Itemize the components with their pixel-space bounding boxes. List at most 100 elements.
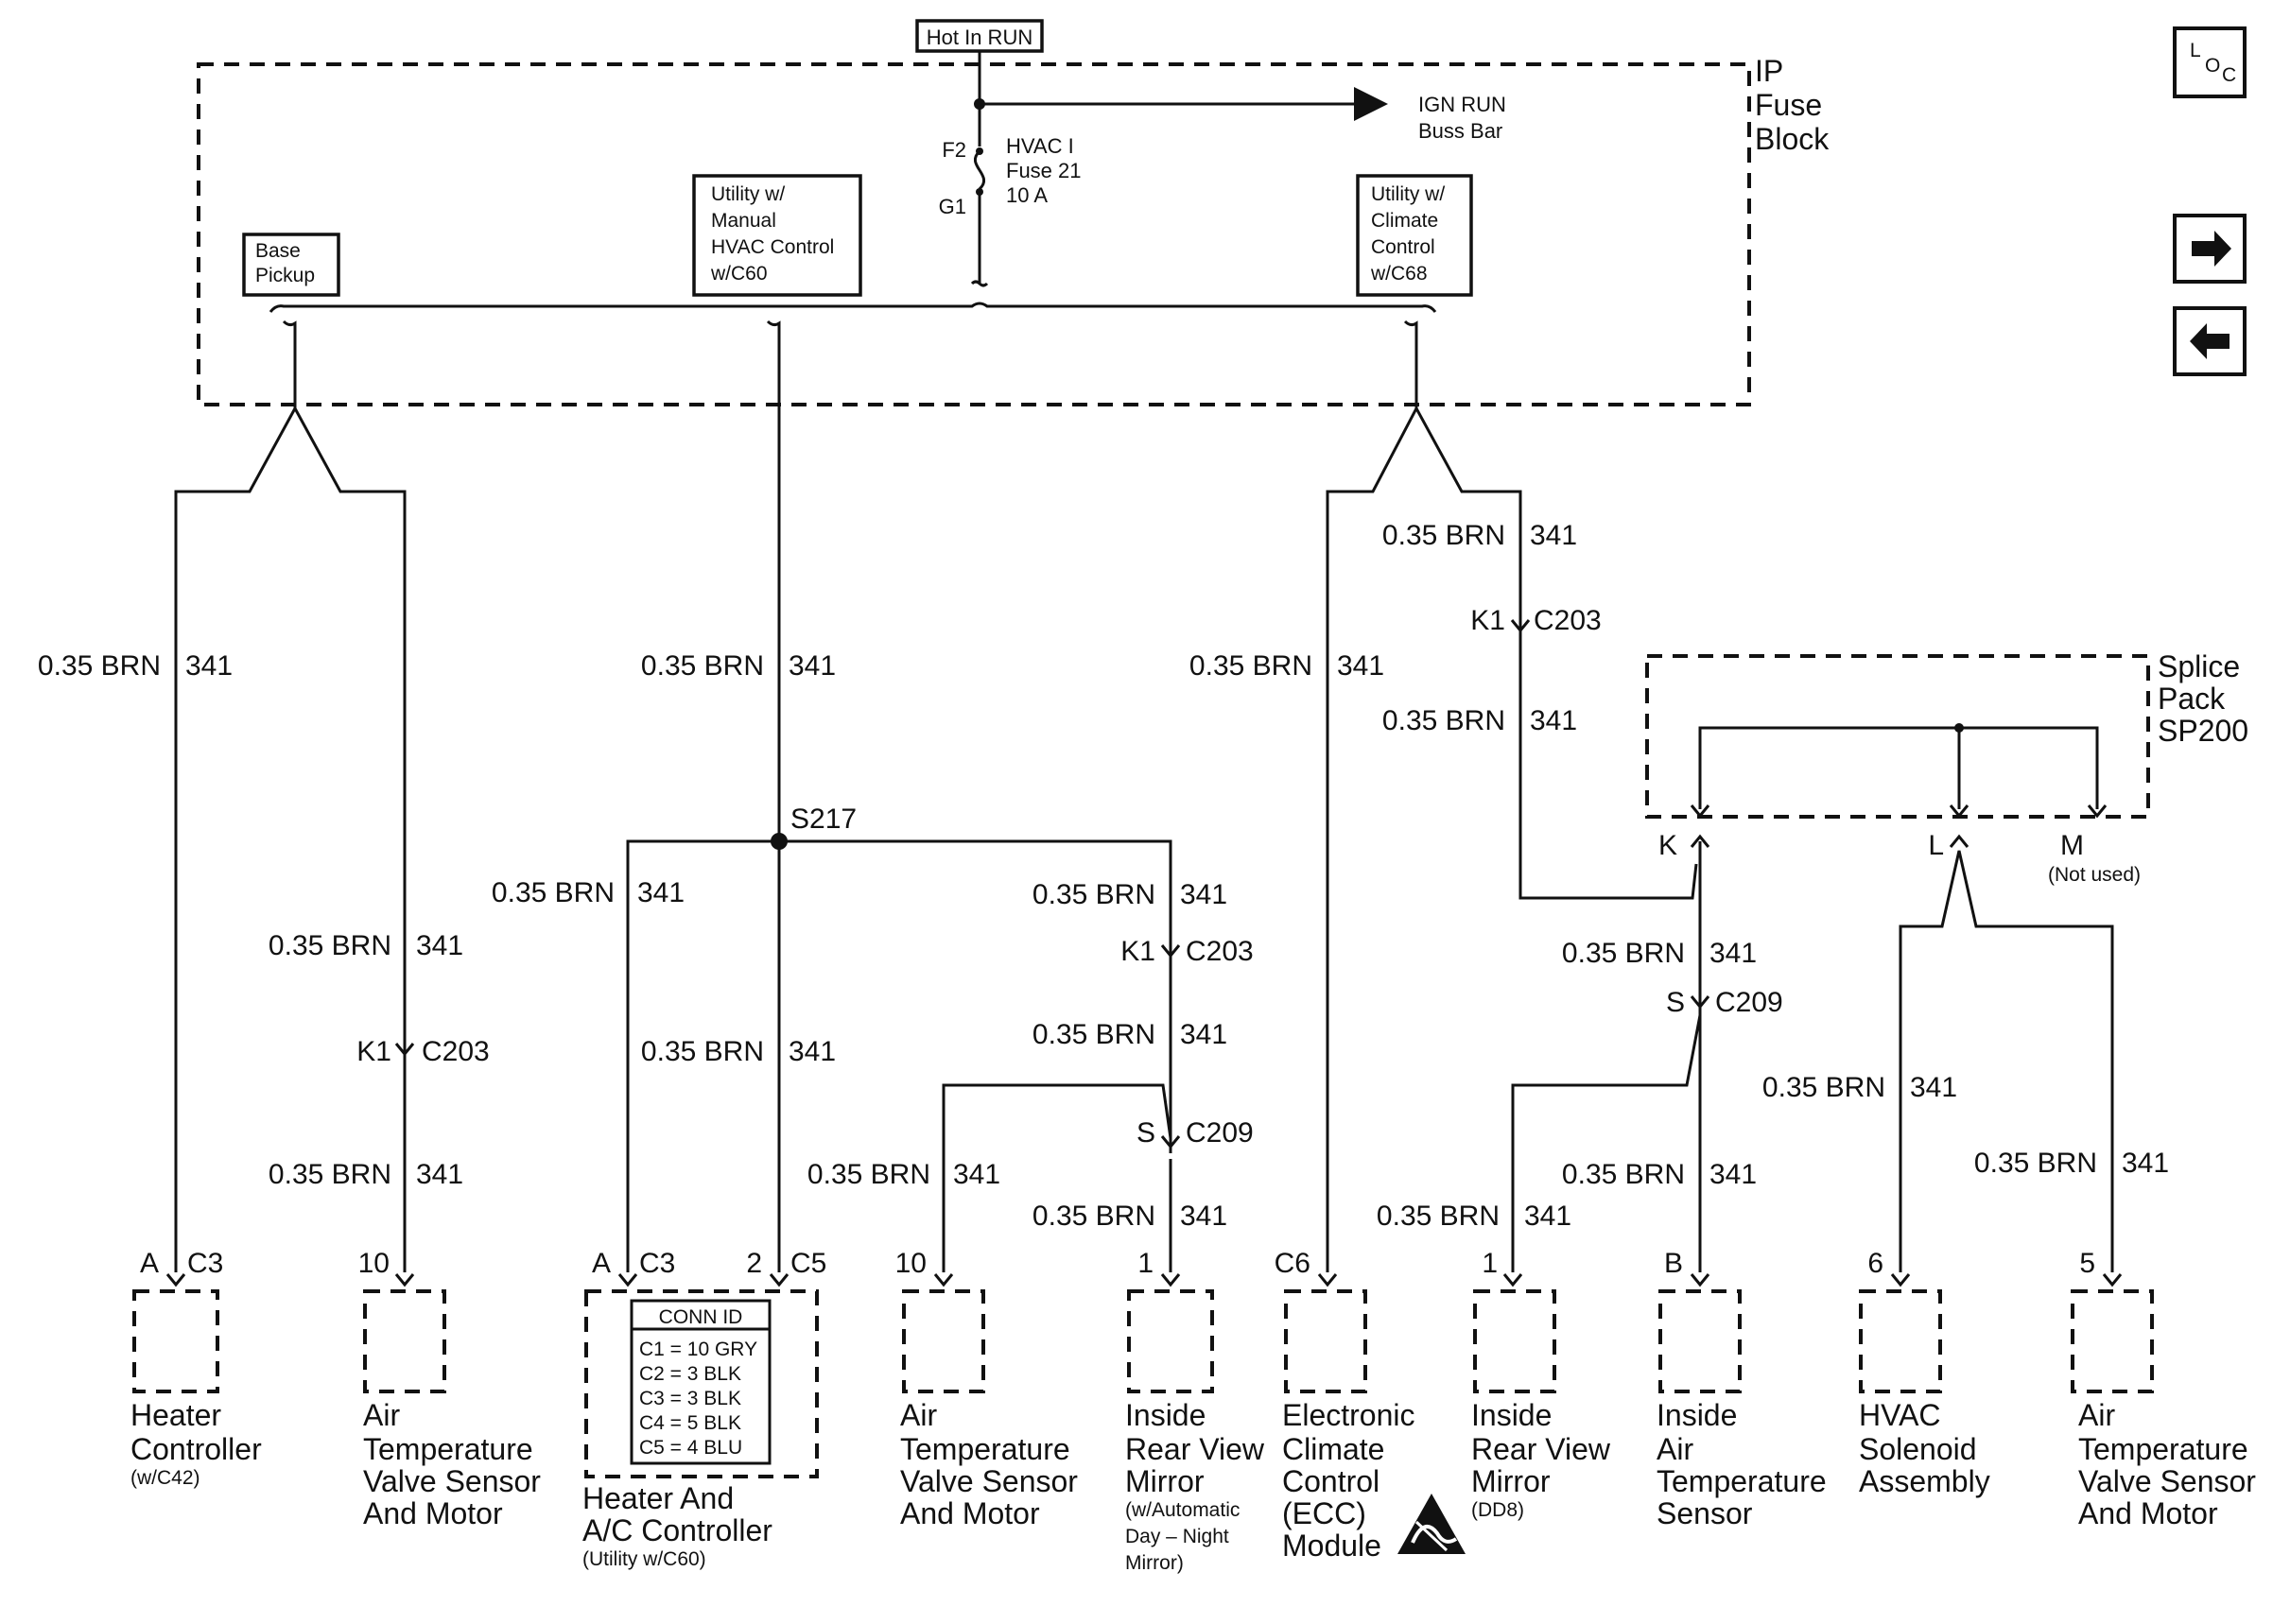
left-branch-wires [174,403,407,1272]
conn-id-title: CONN ID [659,1306,743,1328]
next-arrow-button[interactable] [2173,214,2247,284]
conn-id-row: C2 = 3 BLK [639,1363,741,1385]
wire-gauge-label: 0.35 BRN [641,650,764,682]
splice-pack-label-2: Pack [2158,682,2226,716]
fuse-block-label-3: Block [1755,122,1830,156]
svg-text:A/C Controller: A/C Controller [582,1513,772,1547]
arrow-right-icon [2192,231,2231,267]
fuse-name: HVAC I [1006,134,1074,158]
conn-id-table: CONN ID C1 = 10 GRY C2 = 3 BLK C3 = 3 BL… [630,1299,772,1465]
svg-text:Control: Control [1282,1464,1379,1498]
buss-bar-line2: Buss Bar [1418,119,1502,143]
splice-s217: S217 [790,803,857,835]
wire-gauge-label: 0.35 BRN [1974,1148,2097,1179]
connector-pin-k1: K1 [356,1036,391,1067]
wire-circuit-label: 341 [1530,520,1577,551]
svg-text:Assembly: Assembly [1859,1464,1990,1498]
option-base-pickup: Base Pickup [242,233,340,297]
svg-text:And Motor: And Motor [363,1496,503,1530]
air-temp-valve-label-left: Air Temperature Valve Sensor And Motor [363,1398,541,1530]
heater-ac-controller-label: Heater And A/C Controller (Utility w/C60… [582,1481,772,1570]
wire-circuit-label: 341 [1524,1201,1571,1232]
svg-text:10: 10 [895,1248,927,1279]
splice-pack-label-1: Splice [2158,649,2240,683]
svg-text:Climate: Climate [1371,210,1438,232]
svg-text:Heater And: Heater And [582,1481,734,1515]
splice-pack-wires [1511,723,2114,1272]
svg-text:Sensor: Sensor [1657,1496,1753,1530]
svg-text:Temperature: Temperature [2078,1432,2248,1466]
inline-connector-symbol [394,1043,415,1057]
fuse-pin-g1: G1 [939,195,966,218]
wire-circuit-label: 341 [789,1036,836,1067]
svg-text:A: A [592,1248,611,1279]
svg-text:C6: C6 [1275,1248,1310,1279]
component-terminal-symbol [1502,1273,1523,1287]
wire-gauge-label: 0.35 BRN [1562,1159,1685,1190]
svg-text:Solenoid: Solenoid [1859,1432,1977,1466]
wire-gauge-label: 0.35 BRN [1377,1201,1500,1232]
svg-text:Manual: Manual [711,210,776,232]
svg-text:Inside: Inside [1657,1398,1737,1432]
option-utility-climate: Utility w/ Climate Control w/C68 [1356,174,1473,297]
svg-text:6: 6 [1867,1248,1883,1279]
inline-connector-symbol [1690,995,1710,1010]
fuse-feed [970,51,1388,287]
conn-id-row: C5 = 4 BLU [639,1437,742,1459]
svg-text:(ECC): (ECC) [1282,1496,1366,1530]
svg-text:Air: Air [900,1398,937,1432]
wire-gauge-label: 0.35 BRN [269,1159,391,1190]
wire-gauge-label: 0.35 BRN [1762,1072,1885,1103]
location-icon-button[interactable]: L O C [2173,26,2247,98]
connector-pin-k1: K1 [1120,936,1155,967]
svg-text:Inside: Inside [1471,1398,1552,1432]
svg-text:Controller: Controller [130,1432,262,1466]
svg-text:HVAC Control: HVAC Control [711,236,834,258]
svg-text:Control: Control [1371,236,1435,258]
svg-text:Temperature: Temperature [900,1432,1070,1466]
wire-circuit-label: 341 [637,877,685,908]
svg-text:Temperature: Temperature [1657,1464,1827,1498]
wire-gauge-label: 0.35 BRN [1562,938,1685,969]
ecc-module-label: Electronic Climate Control (ECC) Module [1282,1398,1415,1563]
fuse-pin-f2: F2 [942,138,966,162]
svg-text:C: C [2222,64,2236,86]
svg-text:Climate: Climate [1282,1432,1384,1466]
wire-circuit-label: 341 [1180,1019,1227,1050]
wire-circuit-label: 341 [1709,938,1757,969]
svg-text:(w/C42): (w/C42) [130,1467,200,1489]
svg-text:Air: Air [1657,1432,1693,1466]
splice-pack-boundary [1645,654,2150,819]
svg-text:Valve Sensor: Valve Sensor [363,1464,541,1498]
svg-text:(w/Automatic: (w/Automatic [1125,1499,1240,1521]
splice-pack-out-symbol [1949,834,1969,848]
svg-text:2: 2 [746,1248,762,1279]
svg-text:And Motor: And Motor [900,1496,1040,1530]
svg-text:Utility w/: Utility w/ [1371,183,1445,205]
component-terminal-symbol [933,1273,954,1287]
wire-gauge-label: 0.35 BRN [492,877,615,908]
conn-id-row: C4 = 5 BLK [639,1412,741,1434]
prev-arrow-button[interactable] [2173,306,2247,376]
svg-text:O: O [2205,55,2220,77]
splice-pin-l: L [1928,830,1944,861]
ip-fuse-block-boundary [197,62,1751,406]
inline-connector-labels: K1 C203 K1 C203 S C209 K1 C203 S C209 S2… [356,605,2141,1149]
connector-c209: C209 [1715,987,1783,1018]
component-terminal-symbol [165,1273,186,1287]
svg-text:(DD8): (DD8) [1471,1499,1524,1521]
svg-text:C5: C5 [790,1248,826,1279]
fuse-block-label-1: IP [1755,54,1783,88]
svg-text:Base: Base [255,240,301,262]
inline-connector-symbol [1160,1135,1181,1149]
svg-text:1: 1 [1137,1248,1154,1279]
component-boxes [132,1289,2154,1478]
wire-circuit-label: 341 [1910,1072,1957,1103]
component-terminal-symbol [1890,1273,1911,1287]
wire-circuit-label: 341 [1180,1201,1227,1232]
mirror-auto-label: Inside Rear View Mirror (w/Automatic Day… [1125,1398,1265,1574]
svg-text:Inside: Inside [1125,1398,1206,1432]
svg-text:C3: C3 [639,1248,675,1279]
svg-text:L: L [2190,40,2201,61]
svg-text:Utility w/: Utility w/ [711,183,785,205]
